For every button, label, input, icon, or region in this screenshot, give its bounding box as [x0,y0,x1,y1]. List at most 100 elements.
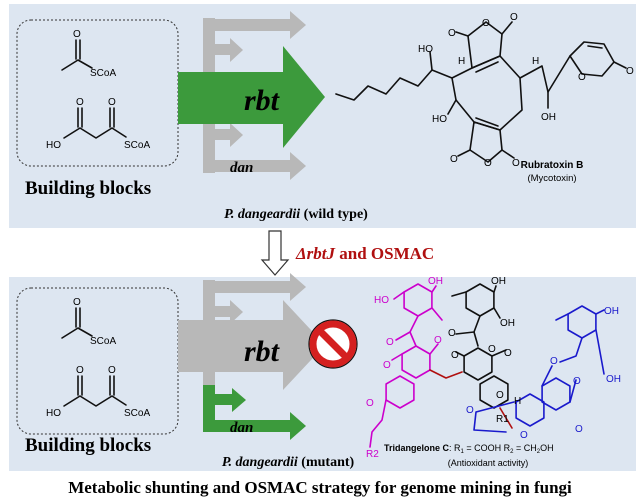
svg-text:O: O [448,328,456,339]
svg-text:O: O [626,66,634,77]
bond [429,369,463,379]
tridangelone-c-structure [369,283,605,448]
svg-text:O: O [512,158,520,169]
bond [391,353,403,361]
bond [595,309,605,315]
bond [499,407,513,429]
svg-text:O: O [76,365,84,376]
svg-text:O: O [108,365,116,376]
svg-text:O: O [482,18,490,29]
blocked-rbt-pathway-arrow [178,300,325,390]
svg-text:O: O [520,430,528,441]
svg-text:O: O [450,154,458,165]
svg-text:O: O [575,424,583,435]
svg-text:O: O [451,350,459,361]
bond [491,349,507,357]
dan-label: dan [230,420,253,436]
svg-text:O: O [573,376,581,387]
atom-scoa: SCoA [90,68,116,79]
bond [451,291,467,297]
wild-type-organism-label: P. dangeardii (wild type) [224,207,368,222]
svg-text:O: O [448,28,456,39]
bond [455,351,465,357]
svg-text:HO: HO [418,44,433,55]
svg-text:O: O [484,158,492,169]
bond [393,291,405,300]
svg-text:O: O [578,72,586,83]
svg-text:OH: OH [606,374,621,385]
svg-text:OH: OH [491,276,506,287]
svg-text:O: O [366,398,374,409]
bond [595,329,605,375]
dan-label: dan [230,160,253,176]
hollow-down-arrow-icon [260,230,290,276]
svg-text:SCoA: SCoA [124,408,150,419]
bond [555,313,569,321]
atom-scoa: SCoA [124,140,150,151]
svg-text:HO: HO [432,114,447,125]
atom-o: O [73,29,81,40]
svg-text:O: O [434,335,442,346]
bond [409,331,417,347]
svg-text:O: O [386,337,394,348]
svg-text:R2: R2 [366,449,379,460]
svg-text:SCoA: SCoA [90,336,116,347]
svg-text:OH: OH [500,318,515,329]
svg-text:H: H [458,56,465,67]
bond [541,365,553,387]
rubratoxin-b-name: Rubratoxin B [521,160,584,171]
acetyl-coa-structure [61,39,93,71]
building-blocks-wild-type: O SCoA O O HO SCoA Building blocks [16,19,179,199]
acetyl-coa-structure [61,307,93,339]
svg-text:O: O [488,344,496,355]
building-blocks-label: Building blocks [25,178,151,199]
building-blocks-label: Building blocks [25,435,151,456]
dan-pathway-arrows [203,385,306,440]
rubratoxin-b-atoms: O O O O O O HO H HO H OH O O [418,12,634,169]
bond [473,401,515,433]
tridangelone-c-label: Tridangelone C: R1 = COOH R2 = CH2OH [384,443,554,455]
biosynthesis-arrows-wild-type: rbt dan [178,11,325,180]
svg-text:O: O [383,360,391,371]
svg-text:H: H [532,56,539,67]
bond [569,379,577,403]
svg-text:O: O [550,356,558,367]
svg-text:OH: OH [428,276,443,287]
bond [559,337,583,363]
rbt-label: rbt [244,335,281,368]
bond [429,343,439,355]
mutant-organism-label: P. dangeardii (mutant) [222,455,355,470]
bond [493,307,501,319]
svg-text:H: H [514,396,521,407]
atom-o: O [108,97,116,108]
bond [369,399,387,448]
ring-bond [385,375,415,409]
bond [473,331,479,347]
malonyl-coa-structure [63,375,127,407]
svg-text:O: O [73,297,81,308]
atom-ho: HO [46,140,61,151]
malonyl-coa-structure [63,107,127,139]
bond [431,285,437,293]
ring-bond [515,393,545,427]
mutant-panel [9,277,636,471]
biosynthesis-arrows-mutant: rbt dan [178,273,325,440]
rbt-label: rbt [244,84,281,117]
tridangelone-c-activity: (Antioxidant activity) [448,458,529,468]
caption: Metabolic shunting and OSMAC strategy fo… [68,478,572,497]
svg-text:HO: HO [46,408,61,419]
svg-text:HO: HO [374,295,389,306]
svg-text:OH: OH [604,306,619,317]
minor-pathway-arrows [203,11,306,180]
strategy-label: ΔrbtJ and OSMAC [295,244,434,263]
tridangelone-c-atoms: OH HO O O O O R2 OH OH O O O O O H OH OH… [366,276,621,460]
atom-o: O [76,97,84,108]
svg-text:O: O [496,390,504,401]
prohibition-sign-icon [308,319,358,369]
svg-text:O: O [510,12,518,23]
svg-text:R1: R1 [496,414,509,425]
svg-text:O: O [466,405,474,416]
bond [431,307,443,321]
rubratoxin-b-class: (Mycotoxin) [527,173,576,184]
